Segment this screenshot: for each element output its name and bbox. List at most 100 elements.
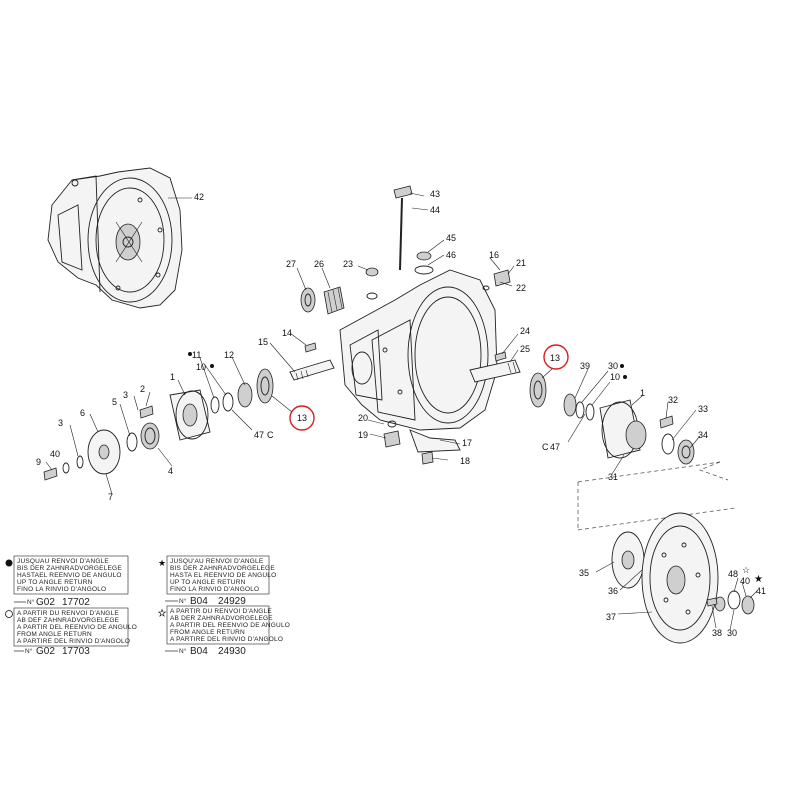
svg-text:UP TO ANGLE RETURN: UP TO ANGLE RETURN	[17, 579, 93, 586]
callout-45: 45	[446, 233, 456, 243]
callout-31: 31	[608, 472, 618, 482]
svg-text:A PARTIR DEL REENVIO DE ANGULO: A PARTIR DEL REENVIO DE ANGULO	[17, 624, 137, 631]
svg-text:A PARTIR DU RENVOI D'ANGLE: A PARTIR DU RENVOI D'ANGLE	[17, 610, 119, 617]
svg-text:A PARTIR DEL REENVIO DE ANGULO: A PARTIR DEL REENVIO DE ANGULO	[170, 622, 290, 629]
svg-text:B04: B04	[190, 596, 208, 607]
callout-40-right: 40	[740, 576, 750, 586]
svg-text:BIS DER ZAHNRADVORGELEGE: BIS DER ZAHNRADVORGELEGE	[170, 565, 275, 572]
left-shaft-assembly	[43, 267, 379, 481]
callout-48: 48	[728, 569, 738, 579]
svg-text:★: ★	[158, 558, 166, 568]
callout-10-left: 10	[196, 362, 206, 372]
note-from-b04: ★ A PARTIR DU RENVOI D'ANGLE AB DER ZAHN…	[158, 605, 290, 657]
callout-47-right: 47	[550, 442, 560, 452]
highlight-13-right: 13	[541, 344, 569, 379]
callout-25: 25	[520, 344, 530, 354]
callout-12: 12	[224, 350, 234, 360]
svg-text:N°: N°	[179, 647, 187, 655]
svg-text:JUSQU'AU RENVOI D'ANGLE: JUSQU'AU RENVOI D'ANGLE	[170, 558, 264, 565]
callout-47-left: 47	[254, 430, 264, 440]
callout-27: 27	[286, 259, 296, 269]
note-from-g02: A PARTIR DU RENVOI D'ANGLE AB DEF ZAHNRA…	[5, 607, 137, 657]
svg-text:A PARTIRE DEL RINVIO D'ANGOLO: A PARTIRE DEL RINVIO D'ANGOLO	[170, 636, 283, 643]
svg-text:B04: B04	[190, 646, 208, 657]
callout-3-upper: 3	[123, 390, 128, 400]
callout-34: 34	[698, 430, 708, 440]
callout-30-lower: 30	[727, 628, 737, 638]
star-marker-40: ★	[754, 574, 763, 585]
callout-21: 21	[516, 258, 526, 268]
callout-10-right: 10	[610, 372, 620, 382]
svg-text:UP TO ANGLE RETURN: UP TO ANGLE RETURN	[170, 579, 246, 586]
callout-5: 5	[112, 397, 117, 407]
svg-text:N°: N°	[179, 597, 187, 605]
callout-labels: 27 26 23 43 44 45 46 16 21 22 14 15 12 1…	[36, 189, 766, 638]
flywheel-inset	[577, 461, 755, 644]
svg-text:HASTA EL REENVIO DE ANGULO: HASTA EL REENVIO DE ANGULO	[170, 572, 276, 579]
svg-text:FROM ANGLE RETURN: FROM ANGLE RETURN	[17, 631, 92, 638]
svg-text:FROM ANGLE RETURN: FROM ANGLE RETURN	[170, 629, 245, 636]
svg-text:FINO LA RINVIO D'ANGOLO: FINO LA RINVIO D'ANGOLO	[17, 586, 106, 593]
callout-6: 6	[80, 408, 85, 418]
callout-15: 15	[258, 337, 268, 347]
svg-text:AB DER ZAHNRADVORGELEGE: AB DER ZAHNRADVORGELEGE	[170, 615, 273, 622]
callout-24: 24	[520, 326, 530, 336]
svg-text:N°: N°	[25, 647, 33, 655]
callout-7: 7	[108, 492, 113, 502]
callout-44: 44	[430, 205, 440, 215]
callout-19: 19	[358, 430, 368, 440]
callout-30-right: 30	[608, 361, 618, 371]
legend-notes: JUSQUAU RENVOI D'ANGLE BIS DER ZAHNRADVO…	[5, 555, 290, 657]
svg-text:AB DEF ZAHNRADVORGELEGE: AB DEF ZAHNRADVORGELEGE	[17, 617, 120, 624]
callout-1-right: 1	[640, 388, 645, 398]
callout-13-right: 13	[550, 353, 560, 363]
callout-43: 43	[430, 189, 440, 199]
callout-38: 38	[712, 628, 722, 638]
callout-18: 18	[460, 456, 470, 466]
callout-41: 41	[756, 586, 766, 596]
callout-9: 9	[36, 457, 41, 467]
leader-lines	[45, 192, 759, 631]
svg-text:17702: 17702	[62, 597, 90, 608]
note-until-g02: JUSQUAU RENVOI D'ANGLE BIS DER ZAHNRADVO…	[5, 555, 129, 608]
main-housing	[339, 269, 498, 453]
callout-2: 2	[140, 384, 145, 394]
star-marker-48: ☆	[742, 565, 750, 575]
callout-46: 46	[446, 250, 456, 260]
note-until-b04: ★ JUSQU'AU RENVOI D'ANGLE BIS DER ZAHNRA…	[158, 555, 276, 607]
svg-text:G02: G02	[36, 597, 55, 608]
svg-text:A PARTIRE DEL RINVIO D'ANGOLO: A PARTIRE DEL RINVIO D'ANGOLO	[17, 638, 130, 645]
callout-42: 42	[194, 192, 204, 202]
svg-text:A PARTIR DU RENVOI D'ANGLE: A PARTIR DU RENVOI D'ANGLE	[170, 608, 272, 615]
callout-16: 16	[489, 250, 499, 260]
highlight-13-left: 13	[271, 395, 315, 431]
svg-text:24929: 24929	[218, 596, 246, 607]
callout-3-lower: 3	[58, 418, 63, 428]
callout-14: 14	[282, 328, 292, 338]
svg-text:N°: N°	[27, 598, 35, 606]
callout-26: 26	[314, 259, 324, 269]
svg-text:BIS DER ZAHNRADVORGELEGE: BIS DER ZAHNRADVORGELEGE	[17, 565, 122, 572]
callout-23: 23	[343, 259, 353, 269]
callout-36: 36	[608, 586, 618, 596]
callout-39: 39	[580, 361, 590, 371]
callout-markers: ☆ ★	[188, 352, 763, 585]
svg-text:17703: 17703	[62, 646, 90, 657]
svg-text:★: ★	[158, 608, 166, 618]
callout-40-left: 40	[50, 449, 60, 459]
callout-c-right: C	[542, 442, 549, 452]
svg-text:24930: 24930	[218, 646, 246, 657]
callout-17: 17	[462, 438, 472, 448]
callout-11: 11	[192, 350, 201, 360]
callout-35: 35	[579, 568, 589, 578]
callout-13-left: 13	[297, 413, 307, 423]
callout-c-left: C	[267, 430, 274, 440]
callout-20: 20	[358, 413, 368, 423]
housing-assembly-view: 42	[47, 167, 204, 309]
callout-1-left: 1	[170, 372, 175, 382]
callout-22: 22	[516, 283, 526, 293]
callout-33: 33	[698, 404, 708, 414]
right-shaft-assembly	[383, 185, 695, 465]
svg-text:G02: G02	[36, 646, 55, 657]
